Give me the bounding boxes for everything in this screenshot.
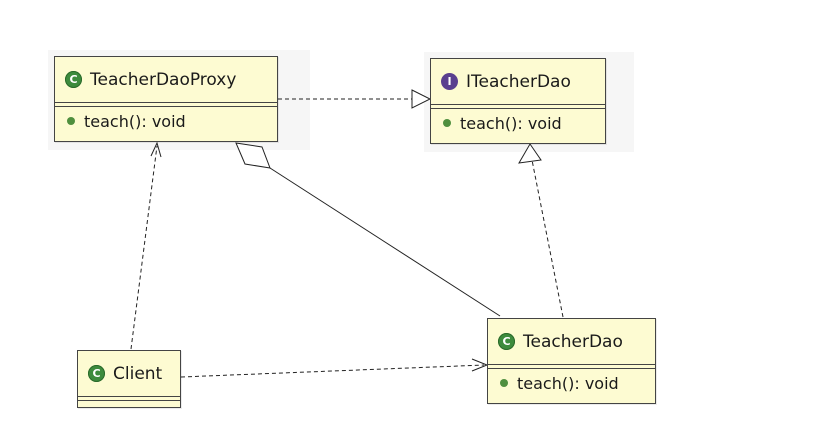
realization-arrowhead — [411, 89, 432, 109]
aggregation-diamond — [235, 142, 271, 169]
attributes-compartment — [78, 397, 180, 401]
class-icon: C — [88, 365, 105, 382]
realization-line-dao-interface — [531, 159, 564, 318]
method-row: teach(): void — [431, 109, 605, 137]
interface-iteacherdao[interactable]: I ITeacherDao teach(): void — [430, 58, 606, 144]
class-teacherdaoproxy[interactable]: C TeacherDaoProxy teach(): void — [54, 56, 278, 142]
class-name: ITeacherDao — [466, 71, 571, 92]
dependency-arrowhead — [150, 141, 162, 158]
method-signature: teach(): void — [517, 373, 619, 393]
class-icon: C — [498, 333, 515, 350]
attributes-compartment — [488, 365, 655, 369]
dependency-arrowhead — [471, 358, 489, 372]
class-teacherdao[interactable]: C TeacherDao teach(): void — [487, 318, 656, 404]
class-header: C TeacherDao — [488, 319, 655, 365]
method-signature: teach(): void — [84, 111, 186, 131]
interface-icon: I — [441, 73, 458, 90]
public-method-icon — [500, 379, 508, 387]
public-method-icon — [443, 119, 451, 127]
class-header: I ITeacherDao — [431, 59, 605, 105]
realization-arrowhead — [518, 143, 542, 164]
method-row: teach(): void — [55, 107, 277, 135]
attributes-compartment — [431, 105, 605, 109]
class-name: Client — [113, 363, 163, 384]
dependency-line-client-proxy — [130, 145, 158, 350]
dependency-line-client-dao — [180, 364, 485, 378]
method-signature: teach(): void — [460, 113, 562, 133]
public-method-icon — [67, 117, 75, 125]
class-name: TeacherDao — [523, 331, 623, 352]
class-header: C Client — [78, 351, 180, 397]
attributes-compartment — [55, 103, 277, 107]
method-row: teach(): void — [488, 369, 655, 397]
class-client[interactable]: C Client — [77, 350, 181, 408]
class-name: TeacherDaoProxy — [90, 69, 237, 90]
class-header: C TeacherDaoProxy — [55, 57, 277, 103]
aggregation-line — [269, 167, 501, 317]
class-icon: C — [65, 71, 82, 88]
